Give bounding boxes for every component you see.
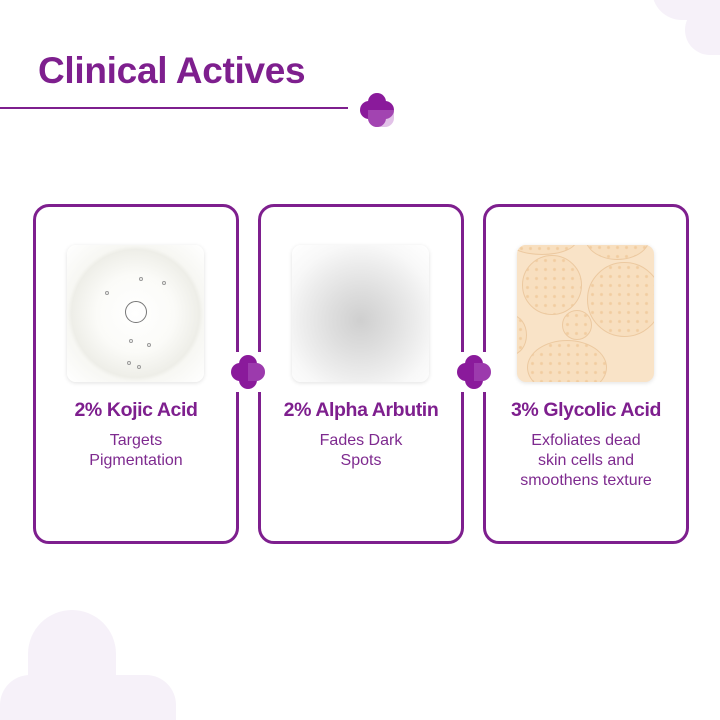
decorative-blob-top-right — [685, 5, 720, 55]
active-card-glycolic-acid: 3% Glycolic Acid Exfoliates dead skin ce… — [483, 204, 689, 544]
plus-cross-icon — [360, 93, 394, 127]
active-card-alpha-arbutin: 2% Alpha Arbutin Fades Dark Spots — [258, 204, 464, 544]
page-title: Clinical Actives — [38, 50, 306, 91]
description-line: Exfoliates dead — [531, 432, 641, 449]
description-line: Spots — [340, 452, 382, 469]
description-line: Fades Dark — [319, 432, 403, 449]
plus-cross-icon — [457, 355, 491, 389]
active-name: 2% Kojic Acid — [74, 399, 198, 421]
plus-cross-icon — [231, 355, 265, 389]
description-line: smoothens texture — [520, 472, 652, 489]
active-description: Targets Pigmentation — [42, 431, 230, 471]
description-line: skin cells and — [537, 452, 635, 469]
title-underline — [0, 107, 348, 109]
kojic-acid-image — [67, 245, 204, 382]
active-name: 3% Glycolic Acid — [510, 399, 662, 421]
description-line: Targets — [109, 432, 163, 449]
alpha-arbutin-image — [292, 245, 429, 382]
description-line: Pigmentation — [89, 452, 183, 469]
active-card-kojic-acid: 2% Kojic Acid Targets Pigmentation — [33, 204, 239, 544]
glycolic-acid-image — [517, 245, 654, 382]
active-name: 2% Alpha Arbutin — [283, 399, 439, 421]
active-description: Fades Dark Spots — [267, 431, 455, 471]
decorative-blob-bottom-left — [0, 675, 176, 720]
active-description: Exfoliates dead skin cells and smoothens… — [492, 431, 680, 491]
